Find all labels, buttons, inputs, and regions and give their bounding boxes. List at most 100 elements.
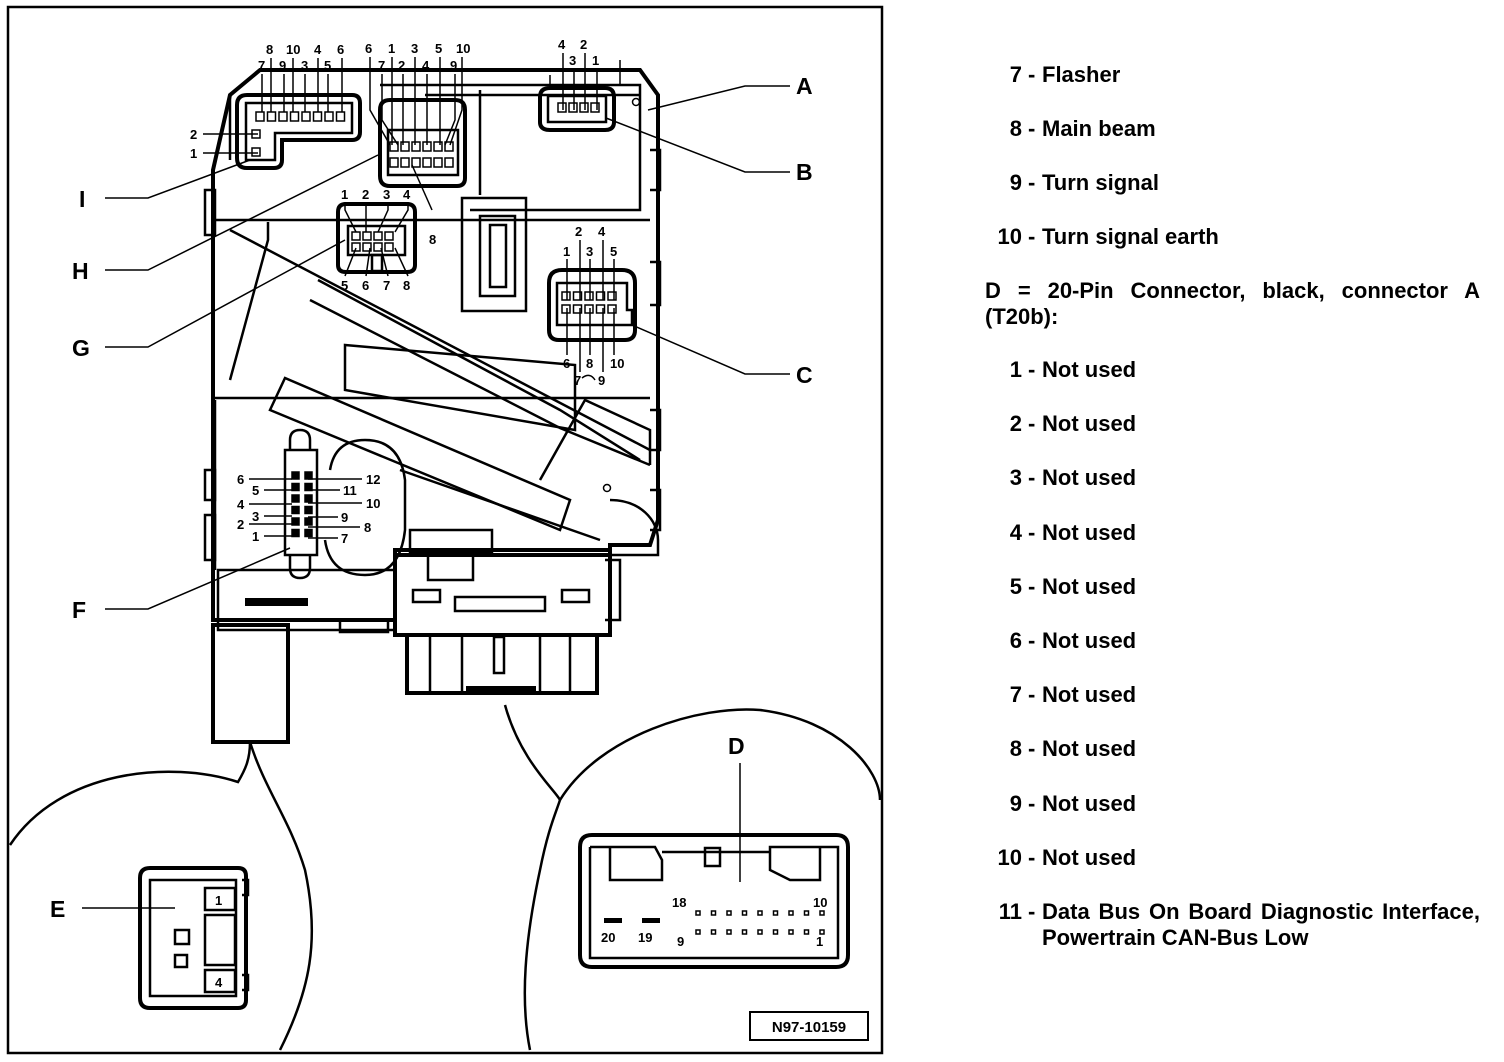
callout-G: G (72, 335, 90, 361)
pin-label: 10 (813, 895, 827, 910)
module-housing (203, 68, 662, 622)
pin-label: 3 (586, 244, 593, 259)
callout-letters: A B C D E F G H I (50, 73, 813, 922)
legend-dash: - (1028, 357, 1036, 382)
pin-cavity (335, 111, 346, 122)
pin-label: 5 (341, 278, 348, 293)
pin-cavity (304, 517, 313, 526)
pin-label: 8 (266, 42, 273, 57)
legend-dash: - (1028, 411, 1036, 437)
pin-cavity (561, 304, 571, 314)
pin-label: 1 (215, 893, 222, 908)
pin-cavity (324, 111, 334, 122)
pin-cavity (607, 304, 617, 314)
pin-cavity (266, 111, 277, 122)
callout-H: H (72, 258, 89, 284)
pin-label: 7 (341, 531, 348, 546)
pin-label: 1 (563, 244, 570, 259)
pin-label: 5 (324, 58, 331, 73)
pin-label: 1 (592, 53, 599, 68)
pin-cavity (819, 929, 825, 935)
reference-box (749, 1011, 869, 1041)
zoom-bubble-D: 18 10 9 1 20 19 (503, 704, 882, 1051)
pin-cavity (304, 505, 313, 515)
legend-item-number: 8 (1009, 116, 1022, 141)
pin-label: 4 (237, 497, 245, 512)
pin-label: 5 (435, 41, 442, 56)
legend-item-text: Not used (1042, 844, 1137, 870)
pin-cavity (373, 231, 383, 241)
legend-item-number: 1 (1009, 357, 1022, 382)
pin-label: 9 (598, 373, 605, 388)
pin-cavity (411, 141, 421, 152)
pin-label: 8 (586, 356, 593, 371)
pin-label: 9 (279, 58, 286, 73)
pin-cavity (400, 141, 410, 152)
pin-cavity (572, 291, 583, 301)
legend-item-text: Turn signal (1042, 170, 1159, 195)
zoom-bubble-E: 1 4 (8, 741, 314, 1051)
pin-cavity (255, 111, 265, 122)
pin-cavity (741, 929, 748, 935)
legend-dash: - (1028, 682, 1036, 708)
pin-label: 4 (215, 975, 223, 990)
connector-G: 1 2 3 4 5 6 7 8 (336, 187, 417, 293)
pin-cavity (444, 141, 454, 152)
callout-A: A (796, 73, 813, 99)
pin-cavity (291, 482, 300, 492)
reference-number: N97-10159 (772, 1019, 846, 1036)
pin-label: 8 (429, 232, 436, 247)
pin-cavity (384, 231, 394, 241)
pin-cavity (351, 231, 361, 241)
pin-cavity (595, 291, 606, 301)
pin-label: 20 (601, 930, 615, 945)
pin-cavity (590, 102, 600, 113)
legend-item-text: Not used (1042, 519, 1137, 545)
pin-cavity (695, 910, 701, 916)
pin-label: 6 (362, 278, 369, 293)
pin-cavity (710, 910, 717, 916)
pin-label: 2 (575, 224, 582, 239)
pin-label: 3 (252, 509, 259, 524)
pin-cavity (726, 929, 732, 935)
pin-label: 18 (672, 895, 686, 910)
pin-cavity (251, 147, 261, 157)
legend-item-text: Not used (1042, 411, 1137, 437)
pin-cavity (362, 231, 372, 241)
pin-cavity (301, 111, 311, 122)
pin-label: 5 (610, 244, 617, 259)
pin-cavity (726, 910, 732, 916)
pin-label: 19 (638, 930, 652, 945)
callout-B: B (796, 159, 813, 185)
legend-item-number: 2 (1009, 411, 1022, 437)
legend-dash: - (1028, 736, 1036, 762)
legend-item-text: Data Bus On Board Diagnostic Interface, … (1042, 899, 1480, 950)
pin-label: 2 (190, 127, 197, 142)
pin-label: 3 (569, 53, 576, 68)
pin-label: 9 (341, 510, 348, 525)
pin-cavity (411, 157, 421, 168)
callout-I: I (79, 186, 85, 212)
legend-item-text: Not used (1042, 465, 1137, 491)
legend-item-number: 10 (997, 224, 1022, 249)
pin-cavity (595, 304, 606, 314)
pin-label: 1 (190, 146, 197, 161)
pin-cavity (291, 494, 300, 503)
pin-label: 4 (403, 187, 411, 202)
connector-I: 7 9 3 5 8 10 4 6 2 1 (190, 42, 362, 170)
pin-cavity (291, 471, 300, 480)
legend-dash: - (1028, 224, 1036, 249)
pin-label: 11 (343, 483, 357, 498)
legend-dash: - (1028, 790, 1036, 816)
pin-label: 4 (598, 224, 606, 239)
pin-label: 7 (378, 58, 385, 73)
pin-cavity (741, 910, 748, 916)
legend-item-text: Not used (1042, 736, 1137, 762)
pin-cavity (384, 242, 394, 252)
pin-label: 10 (456, 41, 470, 56)
figure-frame (6, 5, 884, 1055)
pin-cavity (389, 157, 399, 168)
pin-label: 1 (816, 934, 823, 949)
pin-cavity (389, 141, 399, 152)
pin-cavity (788, 929, 794, 935)
